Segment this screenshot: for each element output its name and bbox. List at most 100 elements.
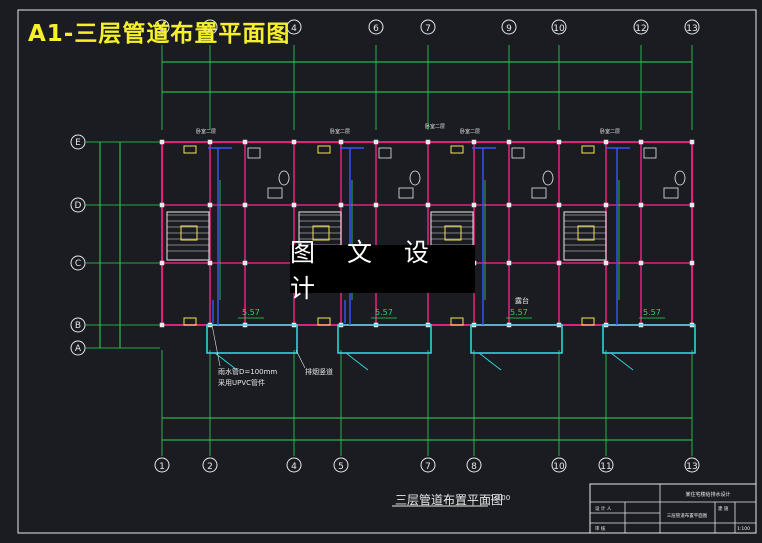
column-mark [506, 260, 512, 266]
fixture [581, 145, 595, 154]
watermark: 图 文 设 计 [290, 238, 475, 303]
title-block-scale: 1:100 [737, 526, 750, 532]
column-mark [638, 139, 644, 145]
axis-label-bottom: 11 [600, 462, 611, 472]
axis-bubble-bottom [598, 457, 614, 473]
fixture [317, 145, 331, 154]
door-swing [345, 352, 369, 371]
door-swing [214, 352, 238, 371]
balcony [206, 324, 298, 354]
column-mark [207, 260, 213, 266]
room-label: 卧室二层 [196, 128, 216, 135]
column-mark [425, 202, 431, 208]
column-mark [689, 139, 695, 145]
toilet [409, 170, 421, 186]
column-mark [689, 260, 695, 266]
floor-drain [531, 187, 547, 199]
axis-bubble-left [70, 317, 86, 333]
fixture [183, 317, 197, 326]
balcony [470, 324, 563, 354]
axis-label-top: 12 [635, 24, 646, 34]
staircase [563, 211, 607, 261]
axis-label-top: 13 [686, 24, 697, 34]
watermark-text: 图 文 设 计 [290, 238, 441, 303]
title-block [589, 483, 757, 534]
column-mark [291, 202, 297, 208]
stair-landing [312, 225, 330, 241]
axis-label-left: B [75, 321, 81, 331]
fixture [317, 317, 331, 326]
column-mark [603, 260, 609, 266]
axis-bubble-top [420, 19, 436, 35]
axis-bubble-top [684, 19, 700, 35]
axis-label-left: C [75, 259, 81, 269]
column-mark [506, 139, 512, 145]
balcony [337, 324, 432, 354]
column-mark [556, 202, 562, 208]
room-label: 卧室二层 [425, 123, 445, 130]
drawing-scale: 1:100 [490, 494, 511, 502]
axis-label-top: 1 [159, 24, 165, 34]
column-mark [556, 260, 562, 266]
wash-basin [643, 147, 657, 159]
axis-label-left: D [75, 201, 82, 211]
column-mark [471, 202, 477, 208]
axis-label-top: 7 [425, 24, 431, 34]
balcony [602, 324, 696, 354]
axis-bubble-top [154, 19, 170, 35]
axis-bubble-top [368, 19, 384, 35]
door-swing [478, 352, 502, 371]
column-mark [207, 202, 213, 208]
riser-note: 排烟竖道 [305, 367, 333, 376]
axis-bubble-bottom [420, 457, 436, 473]
stair-landing [444, 225, 462, 241]
axis-label-bottom: 1 [159, 462, 165, 472]
axis-label-left: A [75, 344, 82, 354]
column-mark [603, 139, 609, 145]
elevation-mark: 5.57 [375, 308, 393, 317]
axis-bubble-bottom [286, 457, 302, 473]
column-mark [603, 202, 609, 208]
column-mark [373, 139, 379, 145]
title-block-reviewer: 审 核 [595, 525, 606, 532]
column-mark [689, 202, 695, 208]
floor-drain [267, 187, 283, 199]
room-label: 卧室二层 [330, 128, 350, 135]
axis-label-bottom: 10 [553, 462, 565, 472]
wash-basin [247, 147, 261, 159]
column-mark [159, 139, 165, 145]
floor-drain [663, 187, 679, 199]
axis-bubble-bottom [202, 457, 218, 473]
column-mark [242, 139, 248, 145]
axis-bubble-left [70, 340, 86, 356]
column-mark [242, 202, 248, 208]
axis-label-bottom: 13 [686, 462, 697, 472]
axis-bubble-top [202, 19, 218, 35]
wash-basin [378, 147, 392, 159]
column-mark [159, 322, 165, 328]
toilet [278, 170, 290, 186]
axis-bubble-top [286, 19, 302, 35]
title-block-sheet: 建 施 [718, 505, 729, 512]
pipe-note-diameter: 雨水管D=100mm [218, 367, 277, 376]
leader-line [295, 349, 306, 369]
fixture [581, 317, 595, 326]
axis-label-top: 9 [506, 24, 512, 34]
stair-landing [180, 225, 198, 241]
column-mark [471, 139, 477, 145]
axis-bubble-left [70, 134, 86, 150]
pipe-note-material: 采用UPVC管件 [218, 378, 265, 387]
axis-label-left: E [75, 138, 81, 148]
room-label: 卧室二层 [460, 128, 480, 135]
column-mark [425, 139, 431, 145]
column-mark [291, 139, 297, 145]
axis-bubble-top [501, 19, 517, 35]
floor-drain [398, 187, 414, 199]
axis-label-bottom: 7 [425, 462, 431, 472]
column-mark [556, 139, 562, 145]
axis-bubble-bottom [154, 457, 170, 473]
axis-bubble-bottom [466, 457, 482, 473]
title-block-drawing-name: 三层管道布置平面图 [667, 512, 708, 519]
